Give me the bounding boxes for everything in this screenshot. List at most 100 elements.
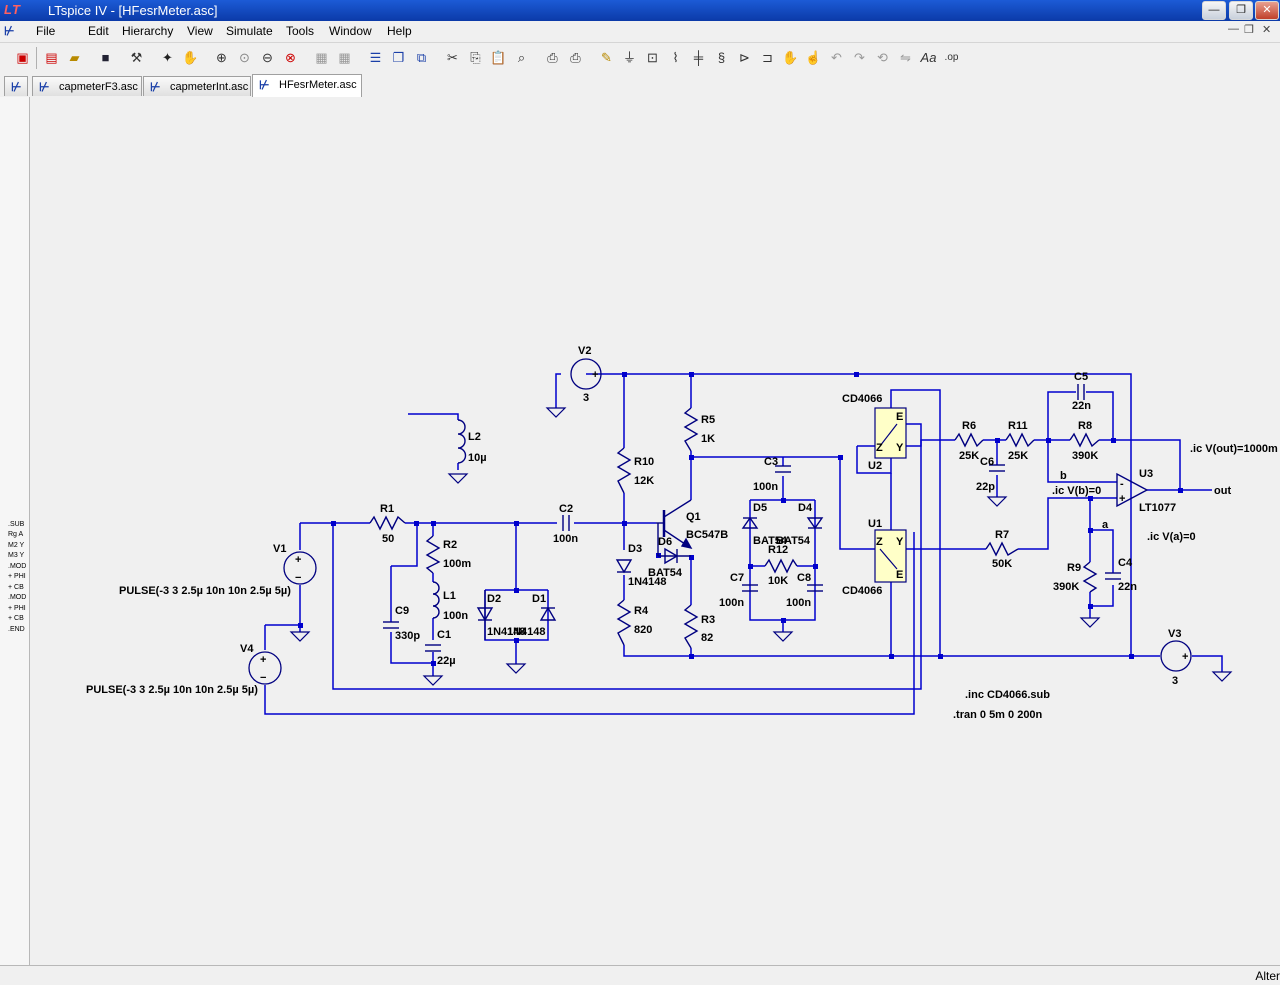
copy-icon[interactable]: ⎘ — [470, 50, 481, 65]
drag-icon[interactable]: ☝ — [805, 50, 822, 65]
capacitor-icon[interactable]: ╪ — [693, 50, 704, 65]
label-d1: D1 — [532, 593, 546, 605]
value-c7: 100n — [719, 597, 744, 609]
analog-switches[interactable] — [874, 407, 907, 583]
zoom-cancel-icon[interactable]: ⊗ — [285, 50, 296, 65]
print-preview-icon[interactable]: ⎙ — [547, 50, 558, 65]
save-icon[interactable]: ■ — [101, 50, 110, 65]
spice-directive-icon[interactable]: .op — [944, 52, 959, 63]
netlist-line: .END — [8, 626, 25, 633]
label-l2: L2 — [468, 431, 481, 443]
value-r5: 1K — [701, 433, 715, 445]
maximize-button[interactable]: ❐ — [1229, 1, 1253, 20]
value-u2: CD4066 — [842, 393, 882, 405]
redo-icon[interactable]: ↷ — [854, 50, 865, 65]
value-r8: 390K — [1072, 450, 1098, 462]
control-panel-icon[interactable]: ⚒ — [130, 50, 143, 65]
mdi-close-button[interactable]: ✕ — [1262, 24, 1272, 36]
menu-window[interactable]: Window — [329, 24, 372, 38]
menu-file[interactable]: File — [36, 24, 56, 38]
close-all-icon[interactable]: ⧉ — [416, 50, 427, 65]
cascade-icon[interactable]: ❐ — [392, 50, 405, 65]
resistor-icon[interactable]: ⌇ — [672, 50, 679, 65]
tab-label: capmeterInt.asc — [170, 81, 249, 93]
menu-bar: ⊬ File Edit Hierarchy View Simulate Tool… — [0, 21, 1280, 42]
label-r9: R9 — [1067, 562, 1081, 574]
menu-view[interactable]: View — [187, 24, 213, 38]
tab-capmeterint[interactable]: ⊬capmeterInt.asc — [143, 76, 251, 96]
menu-edit[interactable]: Edit — [88, 24, 109, 38]
netlist-side-panel[interactable]: .SUB Rg A M2 Y M3 Y .MOD + PHI + CB .MOD… — [0, 97, 30, 965]
pan-icon[interactable]: ⊙ — [239, 50, 250, 65]
menu-help[interactable]: Help — [387, 24, 412, 38]
move-icon[interactable]: ✋ — [782, 50, 799, 65]
schematic-canvas[interactable]: + − + − + + E Z Y Z Y E - + V1 PULSE(-3 … — [30, 97, 1280, 965]
open-icon[interactable]: ▤ — [45, 50, 58, 65]
schematic-icon: ⊬ — [39, 80, 50, 94]
value-v3: 3 — [1172, 675, 1178, 687]
label-net-icon[interactable]: ⊡ — [647, 50, 658, 65]
paste-icon[interactable]: 📋 — [490, 50, 507, 65]
label-d3: D3 — [628, 543, 642, 555]
value-c6: 22p — [976, 481, 995, 493]
tab-capmeterf3[interactable]: ⊬capmeterF3.asc — [32, 76, 142, 96]
diode-icon[interactable]: ⊳ — [739, 50, 750, 65]
halt-icon[interactable]: ✋ — [182, 50, 199, 65]
rotate-icon[interactable]: ⟲ — [877, 50, 888, 65]
label-r2: R2 — [443, 539, 457, 551]
tab-label: HFesrMeter.asc — [279, 79, 357, 91]
minimize-button[interactable]: — — [1202, 1, 1226, 20]
label-v2: V2 — [578, 345, 591, 357]
tab-schematic-icon[interactable]: ⊬ — [4, 76, 28, 96]
schematic-drawing[interactable]: + − + − + + E Z Y Z Y E - + V1 PULSE(-3 … — [30, 97, 1280, 965]
open-folder-icon[interactable]: ▰ — [69, 50, 80, 65]
ground-icon[interactable]: ⏚ — [622, 50, 636, 65]
label-d5: D5 — [753, 502, 767, 514]
mdi-minimize-button[interactable]: — — [1228, 23, 1239, 35]
mirror-icon[interactable]: ⇋ — [900, 50, 911, 65]
find-icon[interactable]: ⌕ — [517, 50, 526, 65]
inductor-icon[interactable]: § — [717, 50, 726, 65]
components[interactable] — [369, 384, 1149, 652]
draw-wire-icon[interactable]: ✎ — [601, 50, 612, 65]
mark-icon[interactable]: ▦ — [338, 50, 351, 65]
value-v4: PULSE(-3 3 2.5µ 10n 10n 2.5µ 5µ) — [86, 684, 258, 696]
ltspice-logo: LT — [4, 2, 21, 17]
zoom-out-icon[interactable]: ⊖ — [262, 50, 273, 65]
v3-plus: + — [1182, 651, 1188, 663]
tile-icon[interactable]: ☰ — [369, 50, 382, 65]
close-button[interactable]: ✕ — [1255, 1, 1279, 20]
menu-simulate[interactable]: Simulate — [226, 24, 273, 38]
status-text: Alter — [1255, 969, 1280, 983]
tab-hfesrmeter[interactable]: ⊬HFesrMeter.asc — [252, 74, 362, 97]
source-v4 — [248, 651, 282, 685]
svg-text:Z: Z — [876, 536, 883, 548]
new-schematic-icon[interactable]: ▣ — [16, 50, 29, 65]
component-icon[interactable]: ⊐ — [762, 50, 773, 65]
zoom-in-icon[interactable]: ⊕ — [216, 50, 227, 65]
resistor-r3 — [683, 604, 699, 649]
print-icon[interactable]: ⎙ — [570, 50, 581, 65]
component-labels: V1 PULSE(-3 3 2.5µ 10n 10n 2.5µ 5µ) V4 P… — [86, 345, 1181, 696]
undo-icon[interactable]: ↶ — [831, 50, 842, 65]
value-r10: 12K — [634, 475, 654, 487]
value-v2: 3 — [583, 392, 589, 404]
menu-tools[interactable]: Tools — [286, 24, 315, 38]
resistor-r9 — [1082, 561, 1098, 593]
label-r4: R4 — [634, 605, 649, 617]
voltage-sources[interactable] — [248, 358, 1192, 685]
label-v1: V1 — [273, 543, 286, 555]
cut-icon[interactable]: ✂ — [447, 50, 458, 65]
schematic-icon[interactable]: ⊬ — [4, 24, 15, 38]
run-icon[interactable]: ✦ — [162, 50, 173, 65]
label-d6: D6 — [658, 536, 672, 548]
netlist-line: Rg A — [8, 531, 24, 538]
netlist-line: M3 Y — [8, 552, 25, 559]
wires[interactable] — [264, 373, 1223, 715]
autorange-icon[interactable]: ▦ — [315, 50, 328, 65]
spice-directives[interactable]: .ic V(out)=1000m .ic V(b)=0 .ic V(a)=0 .… — [953, 443, 1278, 721]
text-icon[interactable]: Aa — [920, 50, 937, 65]
resistor-r12 — [764, 558, 798, 574]
mdi-restore-button[interactable]: ❐ — [1244, 24, 1254, 36]
menu-hierarchy[interactable]: Hierarchy — [122, 24, 174, 38]
